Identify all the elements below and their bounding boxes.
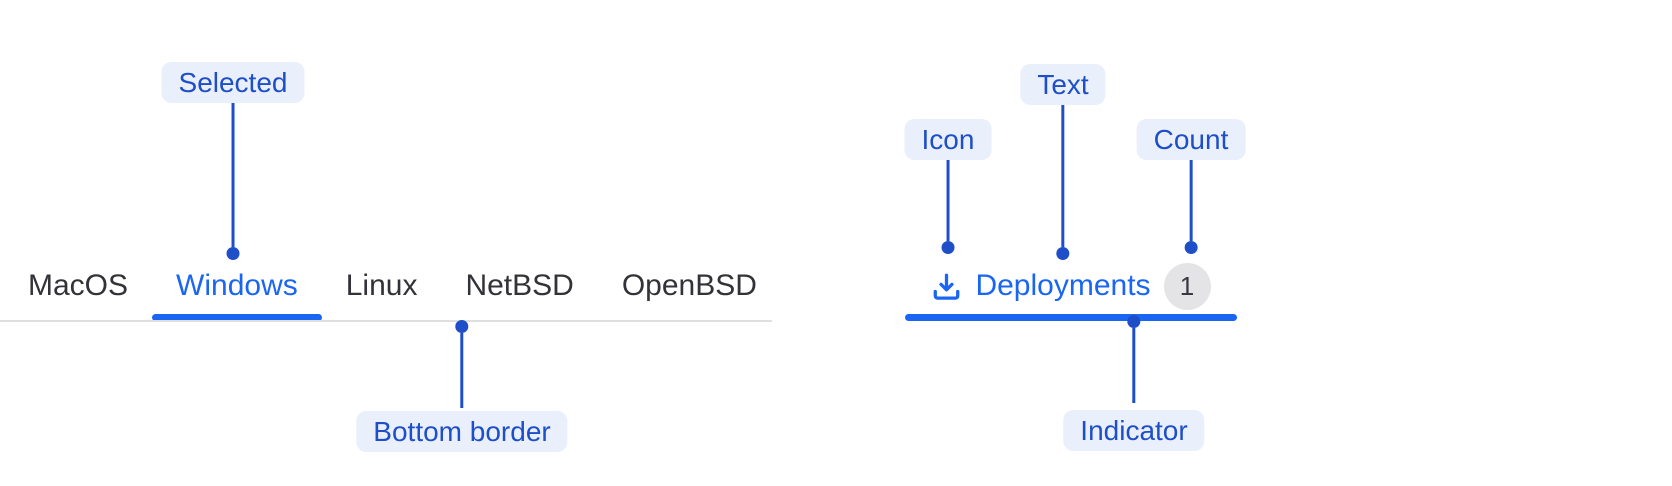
annotation-icon: Icon [904,119,992,254]
annotation-connector-line [231,103,235,247]
count-badge: 1 [1163,262,1211,310]
annotation-label: Icon [904,119,992,160]
annotation-label: Bottom border [356,411,568,452]
annotation-bottom-border: Bottom border [356,320,568,452]
annotation-indicator: Indicator [1063,315,1205,451]
annotation-count: Count [1136,119,1246,254]
tab-netbsd[interactable]: NetBSD [441,256,597,316]
annotation-connector-line [1189,160,1193,241]
annotation-connector-line [1132,328,1136,403]
tab-macos[interactable]: MacOS [4,256,152,316]
annotation-text: Text [1020,64,1106,260]
tab-bar: MacOS Windows Linux NetBSD OpenBSD [4,256,781,321]
selected-tab-underline [152,314,322,321]
tab-deployments[interactable]: Deployments 1 [905,256,1237,321]
tab-label: OpenBSD [621,269,757,302]
tab-label: Deployments [975,269,1151,302]
annotation-connector-line [460,333,464,408]
annotation-label: Count [1136,119,1246,160]
annotation-label: Selected [161,62,305,103]
selected-tab-indicator [905,314,1237,321]
tab-openbsd[interactable]: OpenBSD [598,256,781,316]
annotation-dot [941,241,955,254]
download-icon [934,273,960,300]
annotation-dot [1184,241,1198,254]
count-value: 1 [1179,270,1195,301]
annotation-label: Text [1020,64,1106,105]
tab-windows[interactable]: Windows [152,256,322,321]
tab-label: Linux [345,269,418,302]
annotation-connector-line [946,160,950,241]
annotation-connector-line [1061,105,1065,247]
tab-label: NetBSD [465,269,574,302]
tab-bar-bottom-border [0,320,772,322]
annotation-selected: Selected [161,62,305,260]
annotation-label: Indicator [1063,410,1205,451]
tab-linux[interactable]: Linux [322,256,442,316]
tab-label: Windows [176,269,298,302]
tab-label: MacOS [28,269,129,302]
